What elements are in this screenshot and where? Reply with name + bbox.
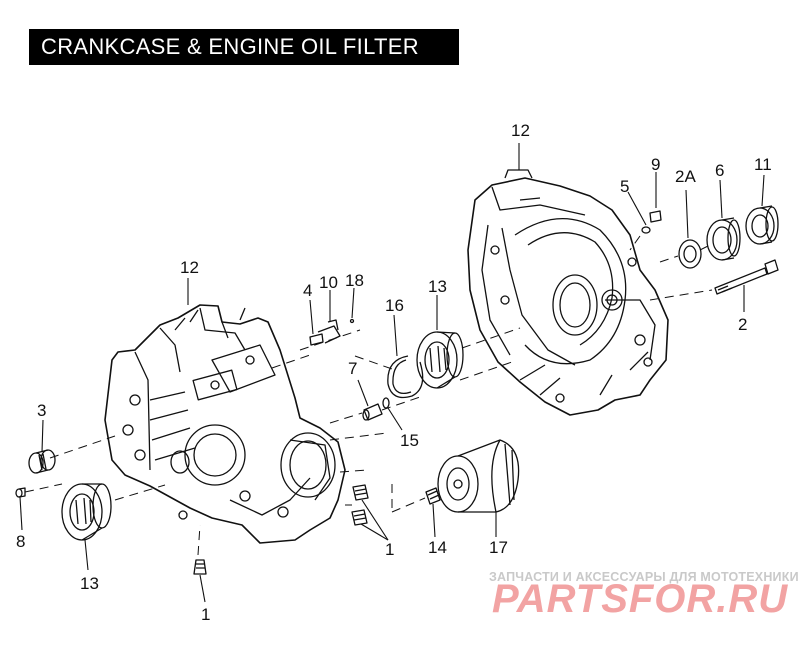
part-13-bearing-left xyxy=(61,483,112,541)
part-17-oil-filter xyxy=(437,439,520,513)
right-crankcase-half xyxy=(467,169,669,416)
leader-lines xyxy=(19,143,765,603)
assembly-lines xyxy=(24,235,713,556)
callout-18: 18 xyxy=(345,271,364,290)
part-8-dowel xyxy=(15,487,26,498)
callout-1-bottom: 1 xyxy=(201,605,211,624)
callout-12-right-case: 12 xyxy=(511,121,530,140)
callout-6: 6 xyxy=(715,161,725,180)
callout-7: 7 xyxy=(348,359,358,378)
callout-5: 5 xyxy=(620,177,630,196)
part-5-o-ring xyxy=(641,226,651,234)
callout-2: 2 xyxy=(738,315,748,334)
part-7-sleeve xyxy=(362,403,383,421)
part-16-retaining-ring xyxy=(387,355,424,399)
part-11-seal xyxy=(745,205,779,245)
callout-17: 17 xyxy=(489,538,508,557)
part-1-fitting-bottom xyxy=(193,559,207,575)
callout-12-left-case: 12 xyxy=(180,258,199,277)
callout-13-center: 13 xyxy=(428,277,447,296)
part-15-o-ring xyxy=(382,397,390,409)
part-9-plug xyxy=(649,210,662,223)
watermark-brand: PARTSFOR.RU xyxy=(492,577,788,621)
callout-2A: 2A xyxy=(675,167,696,186)
callout-13-left: 13 xyxy=(80,574,99,593)
callout-9: 9 xyxy=(651,155,661,174)
callout-14: 14 xyxy=(428,538,447,557)
part-2-bolt xyxy=(714,259,779,295)
part-3-needle-bearing xyxy=(28,449,56,474)
left-crankcase-half xyxy=(104,304,346,544)
callout-16: 16 xyxy=(385,296,404,315)
part-1-fittings-pair xyxy=(351,484,369,526)
callout-11: 11 xyxy=(754,155,772,174)
callout-3: 3 xyxy=(37,401,47,420)
callout-1-right: 1 xyxy=(385,540,395,559)
watermark-tagline: ЗАПЧАСТИ И АКСЕССУАРЫ ДЛЯ МОТОТЕХНИКИ xyxy=(489,570,799,584)
part-14-nipple xyxy=(425,487,441,505)
diagram-title: CRANKCASE & ENGINE OIL FILTER xyxy=(29,29,459,65)
part-2A-seal xyxy=(678,239,702,269)
callout-10: 10 xyxy=(319,273,338,292)
part-4-10-18-valve xyxy=(309,318,355,346)
callout-15: 15 xyxy=(400,431,419,450)
part-13-bearing-center xyxy=(416,331,464,389)
callout-8: 8 xyxy=(16,532,26,551)
part-6-bearing-race xyxy=(706,217,741,261)
callout-4: 4 xyxy=(303,281,313,300)
